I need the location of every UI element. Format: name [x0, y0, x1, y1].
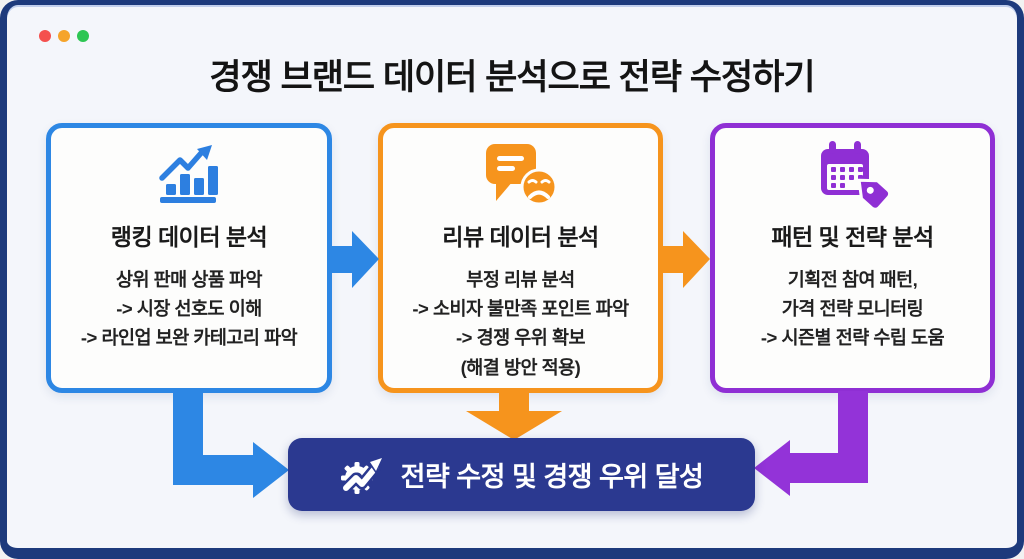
- gear-up-arrow-icon: [340, 453, 388, 497]
- card-line: 기획전 참여 패턴,: [787, 269, 918, 290]
- window-controls: [39, 30, 89, 42]
- arrow-down-orange: [466, 391, 562, 440]
- card-line: -> 라인업 보완 카테고리 파악: [80, 327, 298, 349]
- card-body: 부정 리뷰 분석 -> 소비자 불만족 포인트 파악 -> 경쟁 우위 확보 (…: [383, 265, 658, 382]
- result-banner-label: 전략 수정 및 경쟁 우위 달성: [400, 462, 704, 492]
- card-body: 상위 판매 상품 파악 -> 시장 선호도 이해 -> 라인업 보완 카테고리 …: [51, 265, 327, 353]
- speech-bubble-sad-face-icon: [383, 140, 658, 208]
- result-banner: 전략 수정 및 경쟁 우위 달성: [288, 438, 755, 511]
- arrow-elbow-blue: [173, 391, 289, 498]
- arrow-right-orange: [662, 231, 710, 288]
- zoom-window-button[interactable]: [77, 30, 89, 42]
- arrow-elbow-purple: [754, 391, 868, 496]
- card-line: -> 시즌별 전략 수립 도움: [760, 327, 945, 349]
- calendar-tag-icon: [715, 140, 990, 209]
- card-review-analysis: 리뷰 데이터 분석 부정 리뷰 분석 -> 소비자 불만족 포인트 파악 -> …: [378, 123, 663, 393]
- card-line: (해결 방안 적용): [460, 356, 581, 378]
- card-body: 기획전 참여 패턴, 가격 전략 모니터링 -> 시즌별 전략 수립 도움: [715, 265, 990, 353]
- arrow-right-blue: [331, 231, 379, 288]
- card-pattern-strategy-analysis: 패턴 및 전략 분석 기획전 참여 패턴, 가격 전략 모니터링 -> 시즌별 …: [710, 123, 995, 393]
- card-title: 랭킹 데이터 분석: [110, 224, 268, 250]
- card-line: -> 소비자 불만족 포인트 파악: [412, 298, 629, 320]
- page-title: 경쟁 브랜드 데이터 분석으로 전략 수정하기: [209, 58, 815, 97]
- card-title: 리뷰 데이터 분석: [442, 224, 599, 250]
- card-line: -> 시장 선호도 이해: [116, 298, 262, 320]
- card-line: 상위 판매 상품 파악: [115, 269, 263, 290]
- card-line: -> 경쟁 우위 확보: [455, 327, 586, 349]
- close-window-button[interactable]: [39, 30, 51, 42]
- card-line: 부정 리뷰 분석: [466, 269, 575, 290]
- card-line: 가격 전략 모니터링: [781, 298, 924, 320]
- card-title: 패턴 및 전략 분석: [771, 224, 934, 250]
- minimize-window-button[interactable]: [58, 30, 70, 42]
- bar-chart-growth-icon: [51, 140, 327, 208]
- card-ranking-analysis: 랭킹 데이터 분석 상위 판매 상품 파악 -> 시장 선호도 이해 -> 라인…: [46, 123, 332, 393]
